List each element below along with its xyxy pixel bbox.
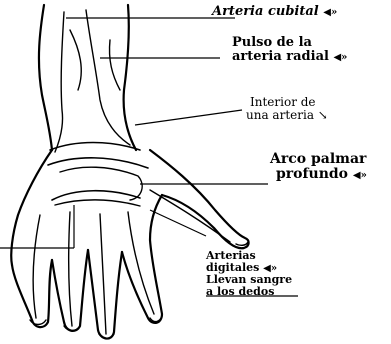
digital-artery-2 [69, 212, 72, 326]
label-pulso-arteria-radial: Pulso de la arteria radial ◀» [232, 36, 347, 63]
speaker-icon[interactable]: ◀» [333, 52, 347, 63]
palm-arch [52, 191, 140, 200]
label-arteria-cubital: Arteria cubital ◀» [212, 5, 337, 19]
digital-artery-1 [33, 215, 40, 318]
label-digitales-line2: digitales [206, 261, 259, 274]
finger-little [12, 260, 52, 327]
label-arteria-cubital-text: Arteria cubital [212, 4, 319, 19]
vein-branch-2 [109, 40, 120, 90]
digital-artery-3 [100, 214, 106, 334]
label-arco-line1: Arco palmar [270, 152, 367, 167]
label-interior-line2: una arteria [246, 108, 314, 122]
vein-branch [70, 30, 81, 90]
label-arco-line2: profundo [276, 166, 348, 182]
label-arco-palmar: Arco palmar profundo ◀» [270, 152, 367, 181]
ulnar-artery [55, 12, 64, 152]
forearm-left-edge [39, 5, 52, 150]
label-digitales-line4: a los dedos [206, 286, 292, 298]
speaker-icon[interactable]: ◀» [353, 170, 367, 181]
deep-arch [55, 200, 140, 206]
speaker-icon[interactable]: ◀» [323, 7, 337, 18]
speaker-icon[interactable]: ◀» [263, 263, 277, 274]
leader-interior [135, 110, 242, 125]
arrow-icon[interactable]: ↘ [318, 108, 328, 122]
label-pulso-line1: Pulso de la [232, 36, 347, 50]
forearm-right-edge [124, 5, 136, 150]
label-digitales-line3: Llevan sangre [206, 274, 292, 286]
label-arterias-digitales: Arterias digitales ◀» Llevan sangre a lo… [206, 250, 292, 297]
label-pulso-line2: arteria radial [232, 49, 329, 64]
radial-artery [86, 10, 130, 145]
nail-thumb [236, 242, 248, 245]
label-interior-arteria: Interior de una arteria ↘ [246, 96, 328, 121]
